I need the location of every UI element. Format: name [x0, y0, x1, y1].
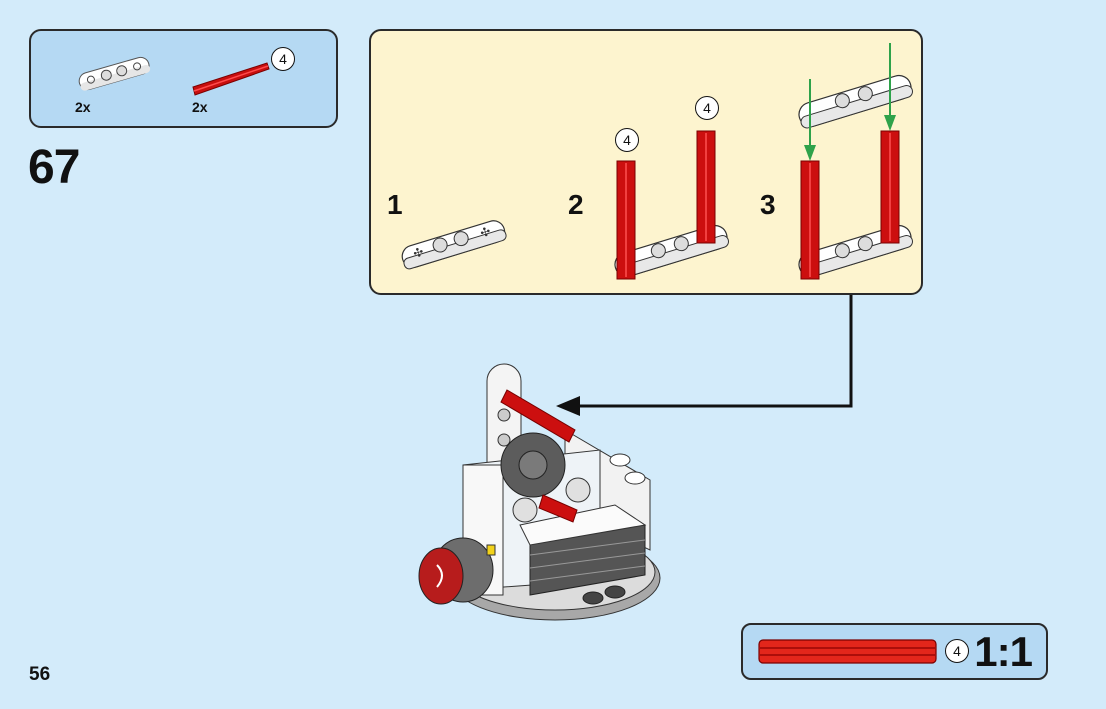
liftarm-quantity: 2x	[75, 99, 91, 115]
axle-part-image	[192, 62, 270, 96]
substep-2-callout-right: 4	[695, 96, 719, 120]
substep-3-assembly	[798, 43, 913, 280]
substep-1-label: 1	[387, 189, 403, 220]
scale-reference-panel: 4 1:1	[741, 623, 1048, 680]
main-model-illustration	[418, 363, 661, 621]
page-number: 56	[29, 664, 51, 685]
svg-text:✣: ✣	[479, 224, 493, 240]
scale-label: 1:1	[974, 628, 1033, 675]
substep-2-callout-left: 4	[615, 128, 639, 152]
scale-callout: 4	[945, 639, 969, 663]
step-number: 67	[28, 141, 80, 194]
substep-2-assembly	[614, 130, 729, 280]
svg-text:✣: ✣	[412, 245, 426, 261]
substep-2-label: 2	[568, 189, 584, 220]
substep-1-liftarm: ✣ ✣	[401, 220, 507, 270]
axle-length-callout: 4	[271, 47, 295, 71]
substep-3-label: 3	[760, 189, 776, 220]
parts-list-panel: 2x 4 2x	[29, 29, 338, 128]
guide-arrow-right	[884, 43, 896, 131]
guide-arrow-left	[804, 79, 816, 161]
sub-assembly-panel: 1 2 3 ✣ ✣ 4 4	[369, 29, 923, 295]
axle-scale-image	[758, 639, 937, 664]
liftarm-part-image	[78, 56, 151, 91]
axle-quantity: 2x	[192, 99, 208, 115]
